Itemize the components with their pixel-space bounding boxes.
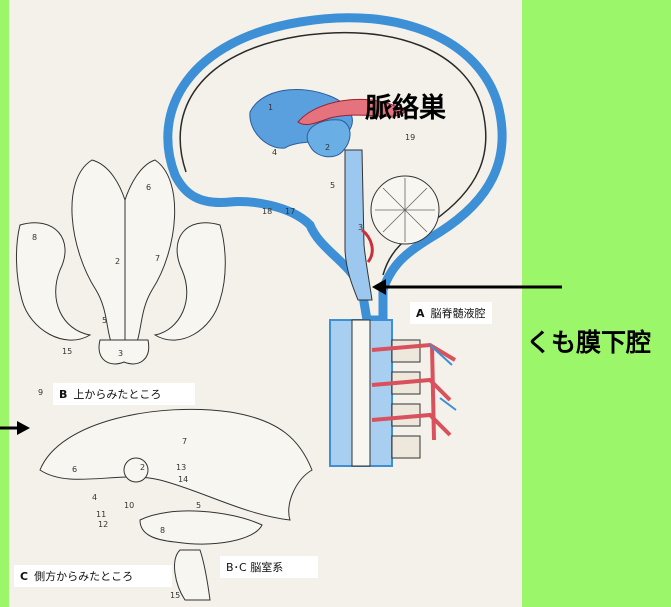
panel-a-letter: A bbox=[416, 307, 425, 320]
vertical-vessel bbox=[432, 345, 434, 440]
figure-number: 5 bbox=[196, 501, 201, 510]
figure-number: 8 bbox=[160, 526, 165, 535]
figure-number: 4 bbox=[92, 493, 97, 502]
subarachnoid-space-label: くも膜下腔 bbox=[526, 323, 651, 359]
figure-number: 4 bbox=[272, 148, 277, 157]
panel-c-caption: C 側方からみたところ bbox=[14, 565, 172, 587]
choroid-plexus-label: 脈絡巣 bbox=[365, 86, 446, 125]
left-ventricle-outline bbox=[72, 160, 125, 345]
figure-number: 5 bbox=[330, 181, 335, 190]
figure-number: 14 bbox=[178, 475, 188, 484]
panel-b-caption: B 上からみたところ bbox=[53, 383, 195, 405]
figure-number: 2 bbox=[115, 257, 120, 266]
figure-number: 7 bbox=[155, 254, 160, 263]
fourth-ventricle-top bbox=[99, 340, 149, 364]
figure-number: 18 bbox=[262, 207, 272, 216]
figure-number: 8 bbox=[32, 233, 37, 242]
figure-number: 3 bbox=[358, 223, 363, 232]
figure-number: 6 bbox=[146, 183, 151, 192]
figure-number: 11 bbox=[96, 510, 106, 519]
spinal-cord bbox=[352, 320, 370, 466]
figure-number: 13 bbox=[176, 463, 186, 472]
panel-c-letter: C bbox=[20, 570, 28, 583]
figure-number: 2 bbox=[325, 143, 330, 152]
figure-number: 15 bbox=[62, 347, 72, 356]
panel-a-caption: A 脳脊髄液腔 bbox=[410, 302, 492, 324]
figure-number: 19 bbox=[405, 133, 415, 142]
panel-b-top-view bbox=[16, 160, 225, 364]
figure-number: 1 bbox=[268, 103, 273, 112]
panel-bc-caption: B･C 脳室系 bbox=[220, 556, 318, 578]
figure-number: 5 bbox=[102, 316, 107, 325]
vertebra bbox=[392, 340, 420, 362]
figure-number: 10 bbox=[124, 501, 134, 510]
panel-a-caption-text: 脳脊髄液腔 bbox=[431, 307, 486, 320]
vertebra bbox=[392, 436, 420, 458]
figure-number: 17 bbox=[285, 207, 295, 216]
figure-number: 12 bbox=[98, 520, 108, 529]
panel-b-caption-text: 上からみたところ bbox=[73, 388, 161, 401]
figure-number: 3 bbox=[118, 349, 123, 358]
figure-number: 9 bbox=[38, 388, 43, 397]
figure-number: 2 bbox=[140, 463, 145, 472]
figure-number: 6 bbox=[72, 465, 77, 474]
figure-number: 15 bbox=[170, 591, 180, 600]
arrow-to-spinal-canal bbox=[372, 279, 562, 295]
arrow-to-lateral-ventricle bbox=[0, 421, 30, 435]
panel-c-caption-text: 側方からみたところ bbox=[34, 570, 133, 583]
panel-b-letter: B bbox=[59, 388, 67, 401]
figure-number: 7 bbox=[182, 437, 187, 446]
temporal-horn-side bbox=[140, 511, 262, 544]
